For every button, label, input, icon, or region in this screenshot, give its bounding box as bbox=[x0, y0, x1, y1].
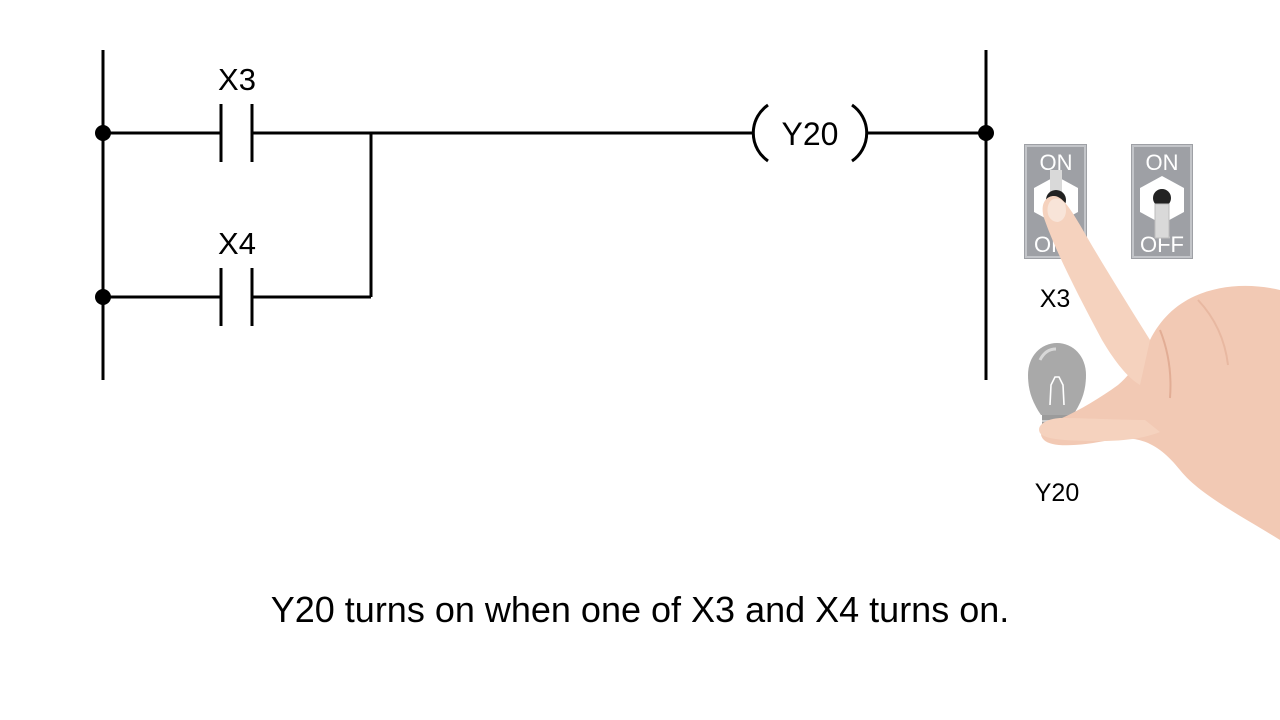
switch-x4[interactable]: ON OFF bbox=[1131, 144, 1193, 259]
switch-plate-highlight bbox=[1025, 145, 1086, 258]
switch-x3-name: X3 bbox=[1040, 285, 1071, 313]
lamp-y20-name: Y20 bbox=[1035, 479, 1079, 507]
switch-plate-highlight bbox=[1132, 145, 1192, 258]
junction-dot bbox=[95, 289, 111, 305]
coil-y20-left-arc bbox=[751, 103, 769, 163]
hand-thumb bbox=[1039, 418, 1160, 441]
caption: Y20 turns on when one of X3 and X4 turns… bbox=[270, 589, 1010, 630]
switch-x4-toggle-pivot bbox=[1153, 189, 1171, 207]
hand-crease bbox=[1159, 329, 1172, 399]
junction-dot bbox=[95, 125, 111, 141]
contact-x4-label: X4 bbox=[218, 226, 256, 261]
switch-x4-toggle-lever bbox=[1154, 203, 1170, 239]
lamp-filament bbox=[1049, 376, 1065, 406]
junction-dot bbox=[978, 125, 994, 141]
hand-fingernail bbox=[1047, 198, 1066, 222]
pointing-hand bbox=[1039, 196, 1280, 540]
switch-x4-on-label: ON bbox=[1146, 150, 1179, 175]
coil-y20-label: Y20 bbox=[782, 116, 839, 152]
ladder-diagram bbox=[101, 50, 988, 380]
hand-crease bbox=[1197, 299, 1229, 366]
lamp-highlight bbox=[1038, 347, 1057, 361]
hand-back bbox=[1041, 285, 1280, 540]
coil-y20-right-arc bbox=[851, 103, 869, 163]
lamp-glass bbox=[1028, 343, 1086, 415]
hand-index-finger bbox=[1042, 196, 1150, 385]
contact-x3-label: X3 bbox=[218, 62, 256, 97]
junction-dots bbox=[95, 125, 994, 305]
